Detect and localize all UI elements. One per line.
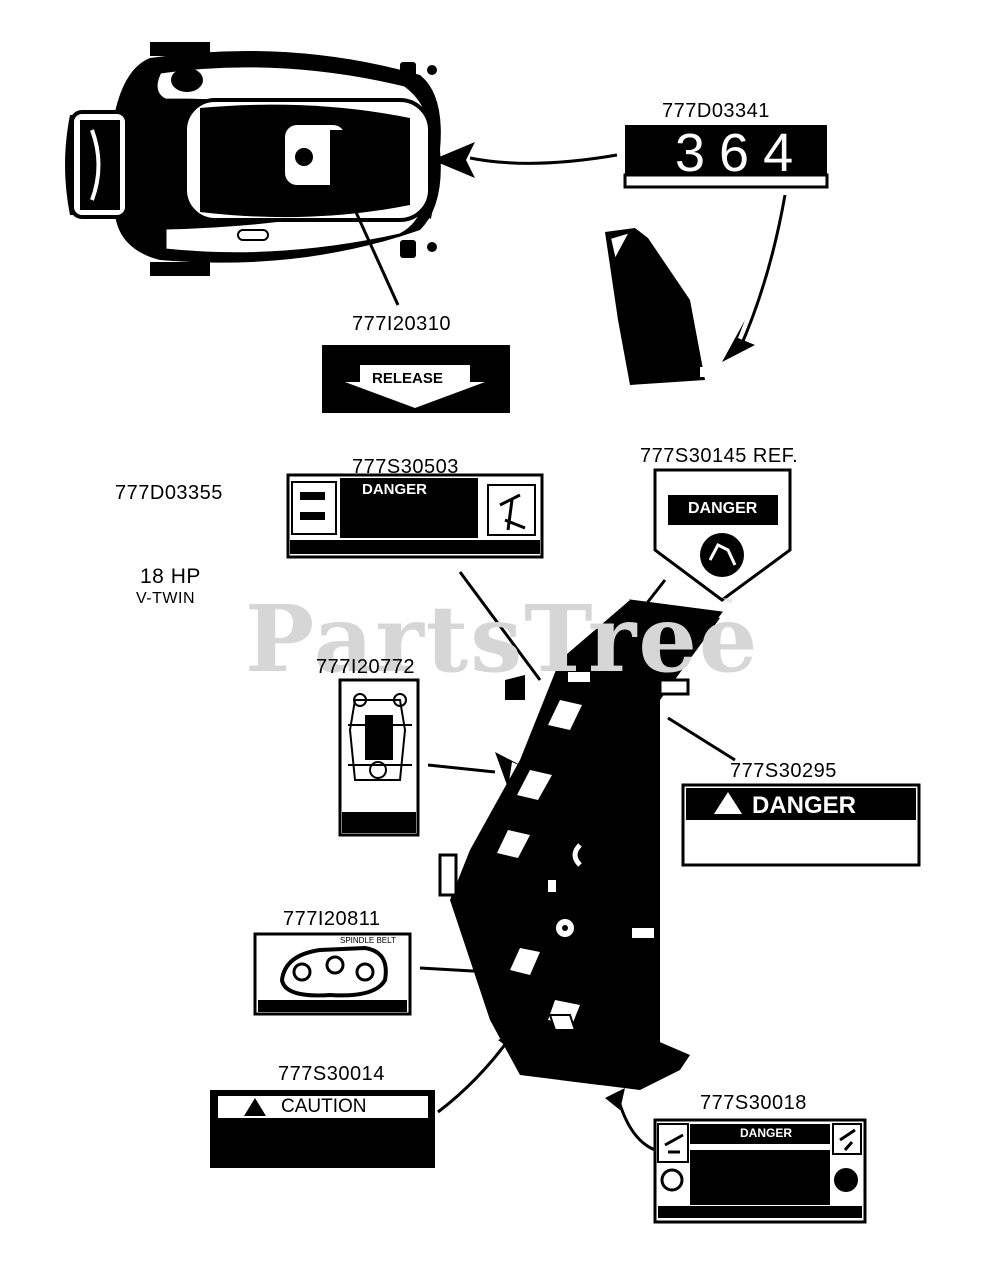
part-number-777i20811: 777I20811	[283, 908, 381, 930]
mower-deck	[438, 599, 723, 1090]
decal-spindle-text: SPINDLE BELT	[340, 936, 396, 945]
decal-danger-s30018	[653, 1118, 867, 1224]
decal-s30295-text: DANGER	[752, 792, 857, 819]
part-number-777d03355: 777D03355	[115, 482, 223, 504]
decal-danger-s30295	[681, 783, 921, 867]
hood-side-piece	[605, 228, 708, 385]
engine-hp-label: 18 HP	[140, 565, 201, 588]
decal-caution-s30014	[210, 1090, 435, 1168]
part-number-777s30295: 777S30295	[730, 760, 837, 782]
decal-364-value: 364	[675, 123, 808, 183]
part-number-777s30145: 777S30145 REF.	[640, 445, 799, 467]
tractor-top-view	[65, 42, 441, 276]
decal-s30018-text: DANGER	[740, 1126, 793, 1140]
part-number-777d03341: 777D03341	[662, 100, 770, 122]
decal-s30145-text: DANGER	[688, 500, 758, 517]
engine-type-label: V-TWIN	[136, 590, 195, 607]
decal-danger-s30145	[653, 468, 792, 602]
part-number-777i20310: 777I20310	[352, 313, 452, 335]
decal-s30503-text: DANGER	[362, 481, 428, 498]
decal-caution-text: CAUTION	[281, 1096, 367, 1117]
decal-364	[623, 125, 829, 189]
decal-danger-s30503	[286, 473, 544, 559]
watermark-trademark: ™	[722, 597, 733, 609]
watermark-text: PartsTree	[245, 585, 760, 693]
part-number-777s30014: 777S30014	[278, 1063, 385, 1085]
decal-release	[322, 345, 510, 413]
decal-release-text: RELEASE	[372, 370, 443, 387]
part-number-777i20772: 777I20772	[316, 656, 416, 678]
part-number-777s30503: 777S30503	[352, 456, 459, 478]
decal-spindle-i20811	[253, 932, 412, 1016]
part-number-777s30018: 777S30018	[700, 1092, 807, 1114]
decal-belt-i20772	[338, 678, 420, 837]
